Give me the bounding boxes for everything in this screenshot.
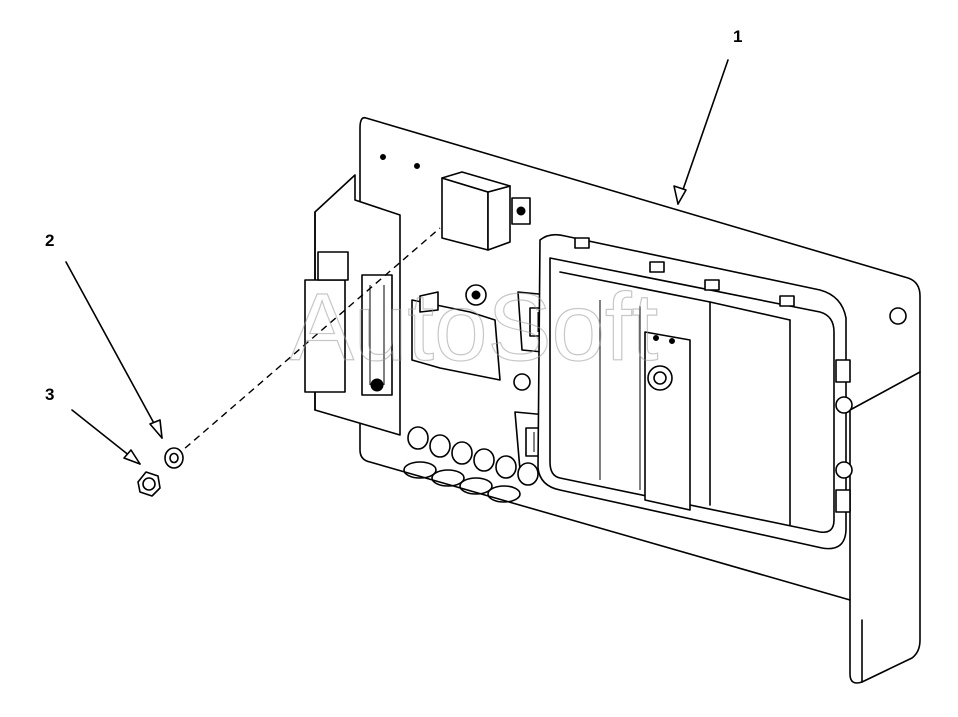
flasher-connector (411, 284, 531, 391)
nut (137, 471, 161, 497)
watermark-text: AutoSoft (290, 274, 658, 381)
washer (164, 447, 184, 469)
control-module (537, 233, 853, 550)
wire-loops (403, 426, 539, 503)
top-relay (441, 171, 531, 251)
leader-lines (65, 59, 729, 465)
callout-3: 3 (45, 385, 54, 404)
callout-1: 1 (733, 27, 742, 46)
relay-bracket (304, 174, 401, 436)
callout-2: 2 (45, 231, 54, 250)
assembly-path (175, 227, 441, 457)
